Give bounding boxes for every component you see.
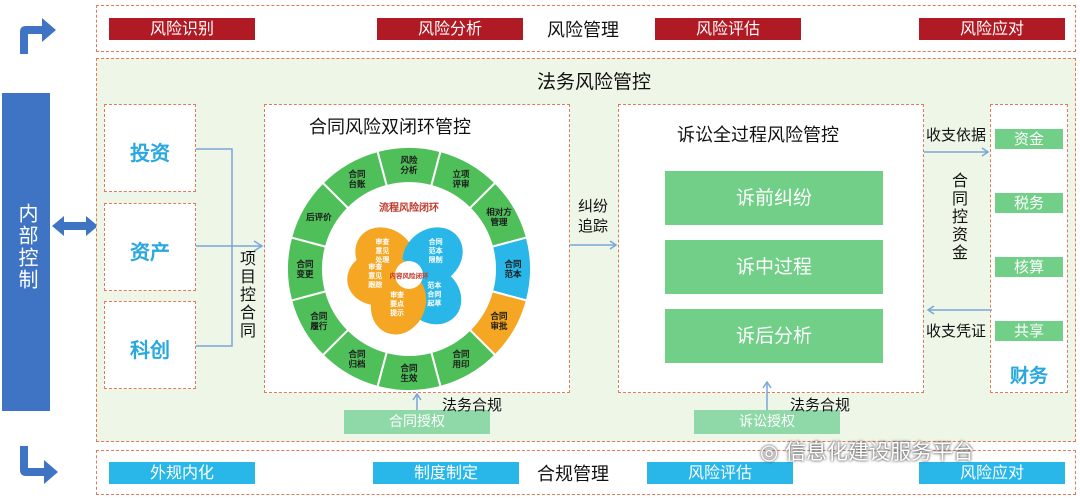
ring-label-4: 合同审批: [490, 311, 509, 332]
innovation-label: 科创: [130, 338, 170, 362]
ring-label-6: 合同生效: [399, 363, 418, 384]
legal-risk-control-title: 法务风险管控: [537, 71, 652, 93]
litigation-auth-arrow: [762, 380, 772, 410]
risk-analysis-box: 风险分析: [377, 18, 523, 40]
content-loop-title: 内容风险闭环: [390, 271, 430, 280]
ring-label-9: 合同变更: [295, 259, 314, 280]
inner-petal-4: [347, 251, 412, 306]
in-litigation-stage: 诉中过程: [665, 240, 883, 294]
finance-tax: 税务: [995, 193, 1063, 213]
litigation-control-panel: 诉讼全过程风险管控 诉前纠纷 诉中过程 诉后分析: [618, 104, 924, 393]
post-litigation-stage: 诉后分析: [665, 309, 883, 363]
contract-compliance-label: 法务合规: [442, 396, 503, 414]
ring-label-2: 相对方管理: [486, 207, 512, 228]
wechat-icon: ◎: [760, 440, 785, 464]
contract-panel-title: 合同风险双闭环管控: [309, 117, 471, 138]
process-loop-title: 流程风险闭环: [379, 201, 439, 214]
ring-label-8: 合同履行: [309, 311, 328, 332]
finance-accounting: 核算: [995, 257, 1063, 277]
finance-funds: 资金: [995, 129, 1063, 149]
finance-sharing: 共享: [995, 321, 1063, 341]
risk-management-title: 风险管理: [547, 20, 619, 41]
policy-making-box: 制度制定: [373, 462, 519, 484]
risk-identify-box: 风险识别: [109, 18, 255, 40]
internal-control-sidebar: 内部控制: [2, 93, 50, 411]
payment-voucher-arrow: [926, 305, 992, 315]
compliance-response-box: 风险应对: [919, 462, 1065, 484]
inner-label-1: 合同范本限制: [428, 237, 443, 264]
internal-control-label: 内部控制: [15, 203, 39, 291]
inner-label-0: 审查意见处理: [374, 237, 390, 264]
litigation-compliance-label: 法务合规: [790, 396, 851, 414]
payment-voucher-label: 收支凭证: [926, 322, 987, 340]
asset-label: 资产: [130, 240, 170, 264]
dispute-tracking-label: 纠纷追踪: [578, 196, 618, 236]
ring-label-5: 合同用印: [451, 349, 469, 370]
payment-basis-arrow: [924, 147, 990, 157]
contract-authorization-box: 合同授权: [344, 410, 490, 434]
dispute-arrow: [570, 240, 618, 250]
pre-litigation-stage: 诉前纠纷: [665, 171, 883, 225]
risk-response-box: 风险应对: [919, 18, 1065, 40]
dispute-tracking-text: 纠纷追踪: [578, 197, 609, 235]
litigation-panel-title: 诉讼全过程风险管控: [677, 125, 839, 146]
inner-label-3: 审查要点提示: [389, 290, 405, 317]
litigation-authorization-box: 诉讼授权: [694, 410, 840, 434]
compliance-management-title: 合规管理: [537, 464, 609, 485]
compliance-management-bar: 外规内化 制度制定 合规管理 风险评估 风险应对: [96, 450, 1076, 495]
ring-label-3: 合同范本: [503, 259, 522, 280]
turn-left-arrow-icon: [20, 446, 58, 484]
fund-control-label: 合同控资金: [949, 172, 968, 262]
project-contract-label: 项目控合同: [237, 250, 256, 340]
ring-label-11: 合同台账: [347, 169, 366, 190]
ring-label-0: 风险分析: [400, 155, 418, 176]
investment-box: 投资: [104, 104, 196, 192]
turn-right-arrow-icon: [20, 18, 56, 54]
payment-basis-label: 收支依据: [926, 126, 987, 144]
contract-auth-arrow: [412, 392, 422, 410]
inner-label-2: 范本合同起草: [426, 281, 441, 308]
center-disk: [395, 261, 423, 289]
innovation-box: 科创: [104, 301, 196, 389]
ring-segment-11: [321, 149, 388, 210]
watermark-text: 信息化建设服务平台: [785, 440, 974, 464]
inner-label-4: 审查意见跟踪: [368, 262, 383, 289]
investment-label: 投资: [130, 141, 170, 165]
finance-label: 财务: [1009, 365, 1048, 387]
investment-connectors: [196, 148, 264, 347]
risk-assess-box: 风险评估: [655, 18, 801, 40]
risk-management-bar: 风险识别 风险分析 风险管理 风险评估 风险应对: [96, 5, 1076, 52]
double-arrow-icon: [52, 216, 98, 236]
asset-box: 资产: [104, 203, 196, 291]
finance-panel: 资金 税务 核算 共享 财务: [990, 104, 1068, 393]
contract-ring-diagram: 风险分析立项评审相对方管理合同范本合同审批合同用印合同生效 合同归档合同履行 合同变…: [286, 146, 532, 392]
ring-label-7: 合同归档: [347, 349, 366, 370]
ring-label-10: 后评价: [306, 212, 332, 223]
external-rules-box: 外规内化: [109, 462, 255, 484]
watermark: ◎ 信息化建设服务平台: [760, 436, 974, 466]
ring-label-1: 立项评审: [452, 169, 470, 190]
compliance-assess-box: 风险评估: [647, 462, 793, 484]
